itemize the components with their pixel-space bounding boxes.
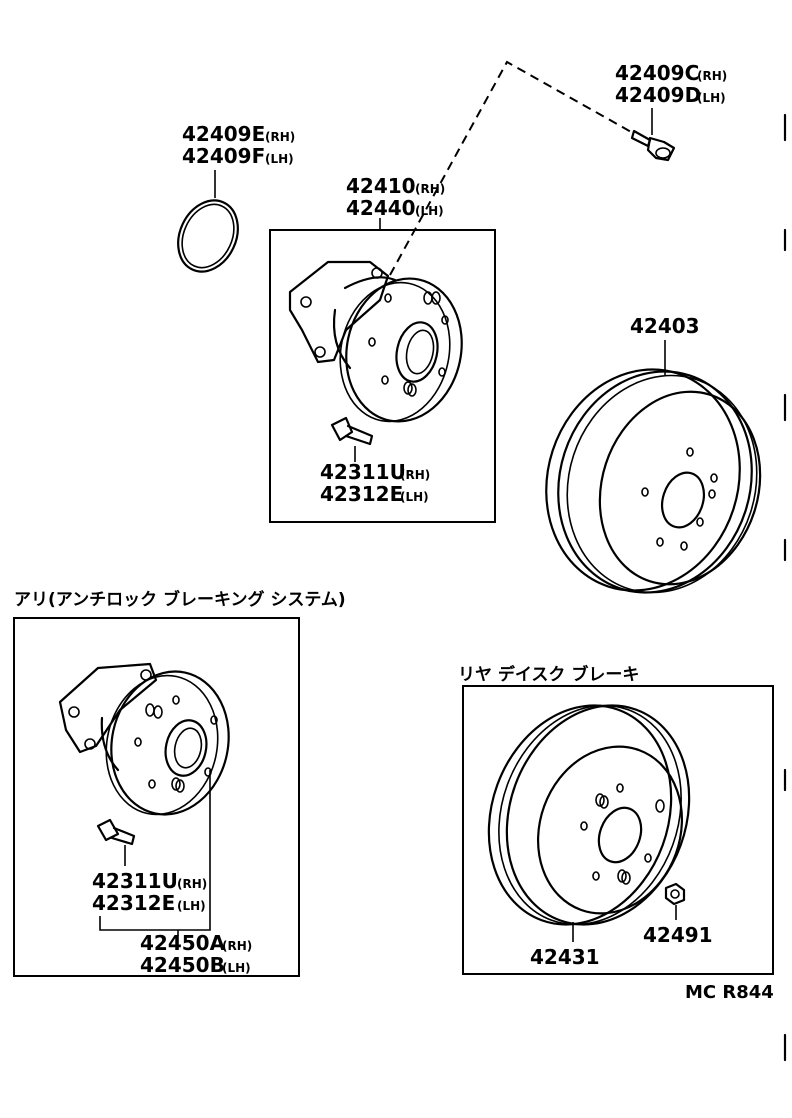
rear-disc-section-title: リヤ デイスク ブレーキ: [458, 664, 639, 685]
label-rh-1: (RH): [265, 130, 295, 144]
label-42491: 42491: [643, 923, 713, 947]
label-rh-3: (RH): [415, 182, 445, 196]
label-rh-5: (RH): [177, 877, 207, 891]
diagram-code: MC R844: [685, 982, 774, 1003]
label-42440: 42440: [346, 196, 416, 220]
label-rh-2: (RH): [697, 69, 727, 83]
label-lh-2: (LH): [697, 91, 726, 105]
brake-drum: 42403: [545, 314, 762, 594]
label-42431: 42431: [530, 945, 600, 969]
label-lh-5: (LH): [177, 899, 206, 913]
rear-disc-section: リヤ デイスク ブレーキ 42431 42491: [458, 664, 774, 975]
label-42409C: 42409C: [615, 61, 699, 85]
label-42403: 42403: [630, 314, 700, 338]
label-42450A: 42450A: [140, 931, 226, 955]
label-42409D: 42409D: [615, 83, 701, 107]
label-42450B: 42450B: [140, 953, 225, 977]
label-42312E-b: 42312E: [92, 891, 175, 915]
label-lh-3: (LH): [415, 204, 444, 218]
label-lh-4: (LH): [400, 490, 429, 504]
hub-bolt-top: 42409C (RH) 42409D (LH): [389, 60, 727, 276]
label-42409E: 42409E: [182, 122, 265, 146]
label-lh-1: (LH): [265, 152, 294, 166]
label-42311U-a: 42311U: [320, 460, 406, 484]
hub-assembly-group: 42410 (RH) 42440 (LH) 42311U (RH): [269, 174, 496, 523]
label-rh-4: (RH): [400, 468, 430, 482]
label-lh-6: (LH): [222, 961, 251, 975]
abs-section: アリ(アンチロック ブレーキング システム) 42311U (RH) 42312…: [13, 589, 346, 977]
label-42409F: 42409F: [182, 144, 265, 168]
label-42312E-a: 42312E: [320, 482, 403, 506]
label-42311U-b: 42311U: [92, 869, 178, 893]
label-rh-6: (RH): [222, 939, 252, 953]
label-42410: 42410: [346, 174, 416, 198]
abs-section-title: アリ(アンチロック ブレーキング システム): [14, 589, 346, 610]
o-ring: 42409E (RH) 42409F (LH): [177, 122, 295, 273]
